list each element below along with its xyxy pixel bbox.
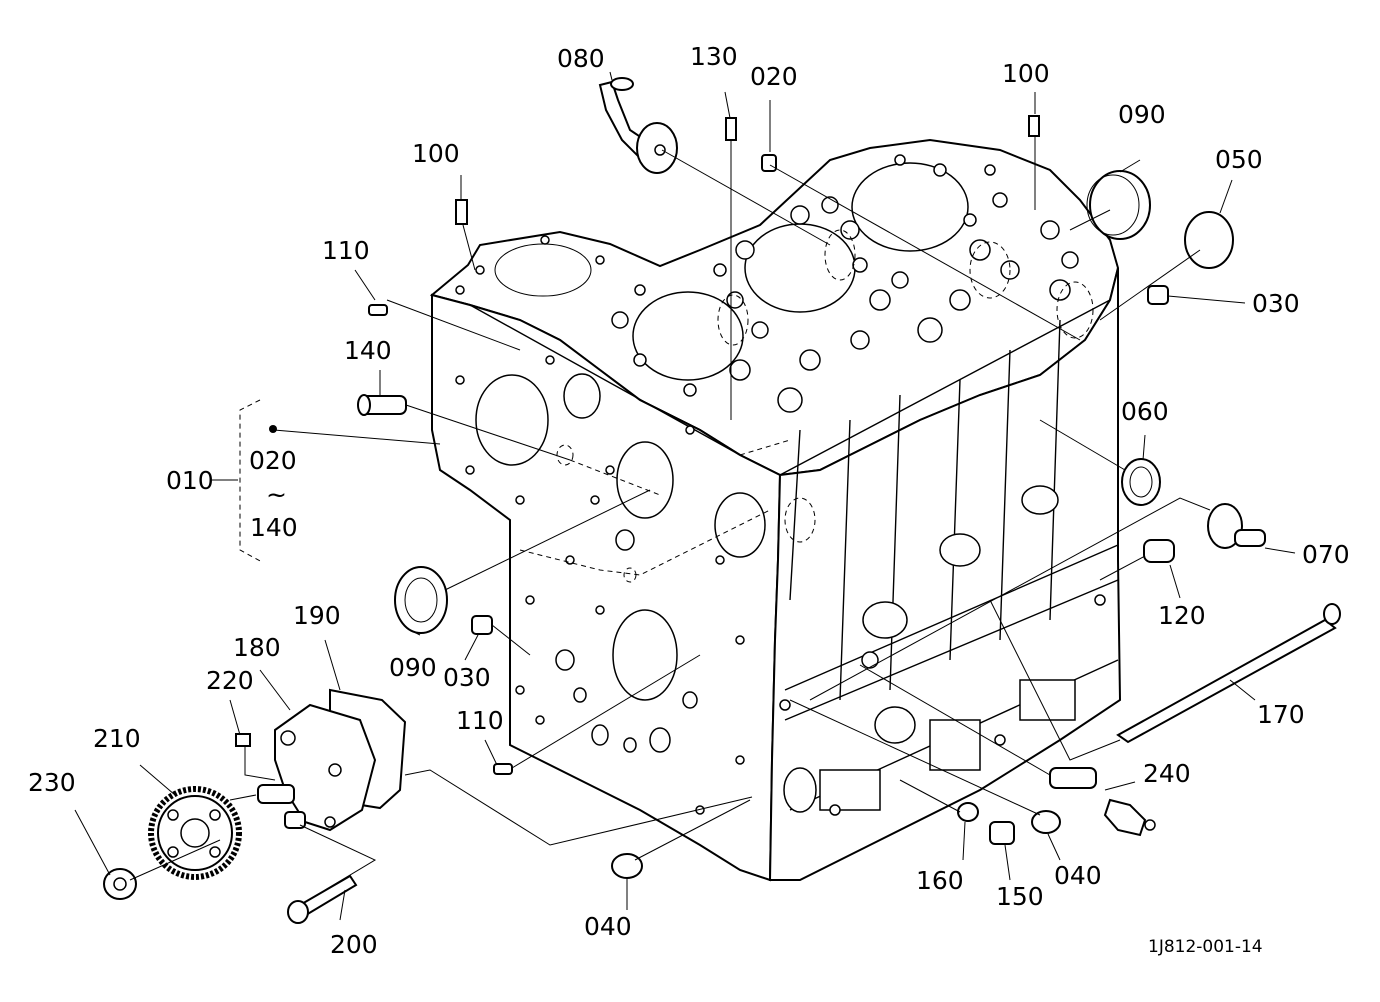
label-090: 090 [1118, 100, 1166, 129]
part-080-breather-pipe [598, 77, 678, 174]
label-060: 060 [1121, 397, 1169, 426]
part-050-cap [1184, 211, 1234, 269]
part-220-key [235, 733, 251, 747]
part-060-seal [1121, 458, 1161, 506]
part-070-fitting [1207, 503, 1266, 549]
label-160: 160 [916, 866, 964, 895]
label-120: 120 [1158, 601, 1206, 630]
part-100-pin-right [1028, 115, 1040, 137]
part-180-190-oil-pump [257, 688, 407, 832]
part-110-pin-front [493, 763, 513, 775]
label-group-range-start: 020 [249, 446, 297, 475]
label-030: 030 [1252, 289, 1300, 318]
hidden-lines [519, 229, 1094, 583]
label-130: 130 [690, 42, 738, 71]
label-030: 030 [443, 663, 491, 692]
leader-lines [74, 71, 1296, 921]
label-180: 180 [233, 633, 281, 662]
label-110: 110 [456, 706, 504, 735]
label-080: 080 [557, 44, 605, 73]
part-200-bolt [287, 874, 358, 924]
label-040: 040 [584, 912, 632, 941]
label-150: 150 [996, 882, 1044, 911]
part-120-pin [1143, 539, 1175, 563]
label-240: 240 [1143, 759, 1191, 788]
part-240-sensor [1049, 767, 1156, 837]
label-190: 190 [293, 601, 341, 630]
label-group-range-sep: ~ [266, 480, 287, 509]
part-030-plug-right [1147, 285, 1169, 305]
label-170: 170 [1257, 700, 1305, 729]
label-220: 220 [206, 666, 254, 695]
part-090-cap-right [1086, 170, 1151, 240]
part-210-gear [148, 786, 242, 880]
part-020-plug [761, 154, 777, 172]
label-050: 050 [1215, 145, 1263, 174]
part-090-seal-left [394, 566, 448, 634]
label-100: 100 [1002, 59, 1050, 88]
part-160-washer [957, 802, 979, 822]
part-130-pin [725, 117, 737, 141]
group-bracket-010 [212, 399, 277, 563]
label-210: 210 [93, 724, 141, 753]
part-230-nut [103, 868, 137, 900]
label-140: 140 [344, 336, 392, 365]
deck-holes [455, 154, 1079, 413]
crankcase-webs [779, 319, 1119, 816]
label-070: 070 [1302, 540, 1350, 569]
label-100: 100 [412, 139, 460, 168]
label-020: 020 [750, 62, 798, 91]
part-140-stud [357, 394, 407, 416]
reference-code: 1J812-001-14 [1148, 937, 1263, 957]
label-200: 200 [330, 930, 378, 959]
part-150-plug [989, 821, 1015, 845]
front-face-features [455, 355, 766, 815]
part-030-plug-left [471, 615, 493, 635]
part-040-cap-right [1031, 810, 1061, 834]
part-110-pin-left [368, 304, 388, 316]
label-group-010: 010 [166, 466, 214, 495]
label-230: 230 [28, 768, 76, 797]
label-040: 040 [1054, 861, 1102, 890]
label-110: 110 [322, 236, 370, 265]
label-group-range-end: 140 [250, 513, 298, 542]
part-100-pin-left [455, 199, 468, 225]
part-170-rod [1116, 603, 1341, 744]
part-labels: 080 130 020 100 090 050 100 110 140 030 … [28, 42, 1350, 959]
part-040-cap-left [611, 853, 643, 879]
label-090: 090 [389, 653, 437, 682]
cylinder-block [429, 138, 1122, 882]
